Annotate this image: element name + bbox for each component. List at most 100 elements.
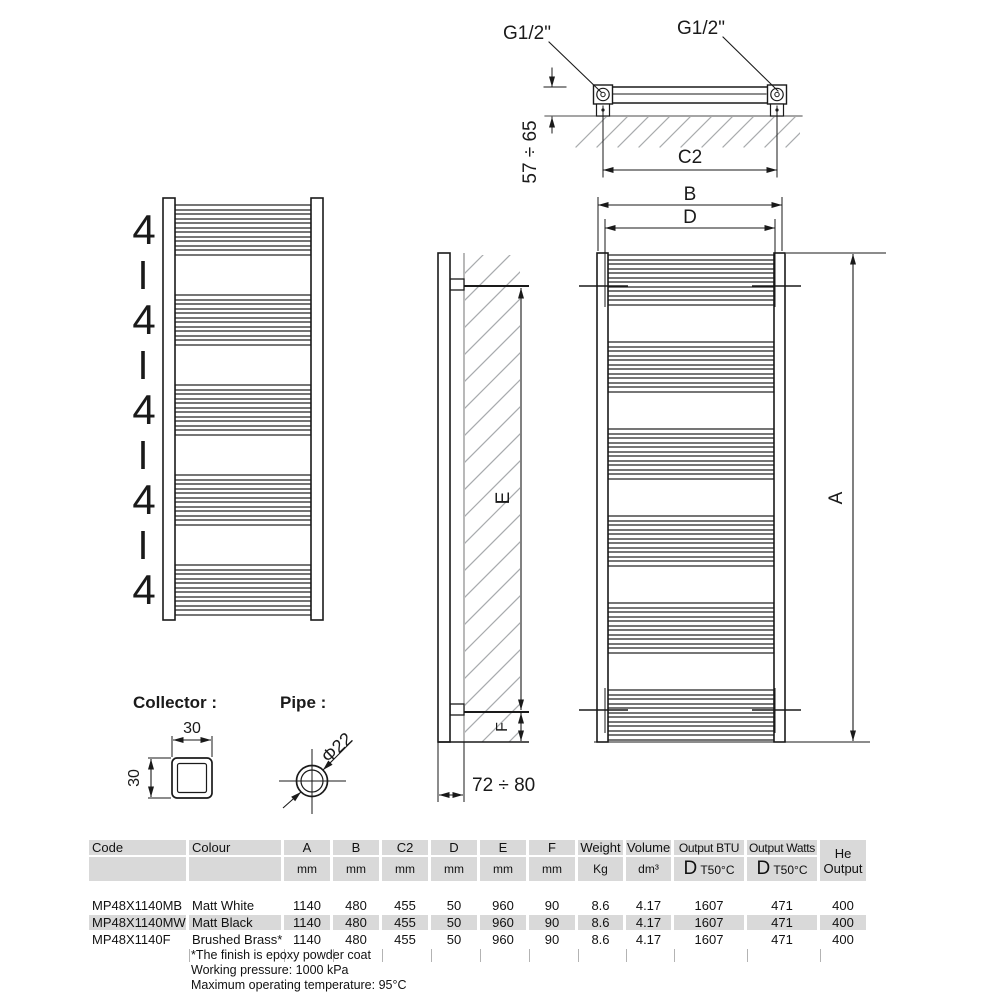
- t50-label: T50°C: [700, 863, 735, 877]
- col-header-colour: Colour: [189, 840, 281, 855]
- value-cell: 480: [333, 915, 379, 930]
- col-header-code: Code: [89, 840, 186, 855]
- value-cell: 4.17: [635, 932, 662, 947]
- value-cell: 960: [480, 915, 526, 930]
- colour-cell: Brushed Brass*: [192, 932, 283, 947]
- rung-bars: [174, 204, 312, 616]
- collector-detail: Collector : 30 30: [126, 693, 217, 799]
- column-divider: [820, 949, 866, 962]
- mounting-bracket-bottom: [449, 703, 465, 716]
- pipe-section-title: Pipe :: [280, 693, 326, 712]
- value-cell: 50: [431, 915, 477, 930]
- collector-height-dimension-label: 30: [126, 769, 143, 787]
- unit-cell-delta-t: D T50°C: [674, 857, 744, 881]
- pipe-centres-height-dimension-label: E: [493, 492, 514, 505]
- value-cell: 1607: [694, 932, 724, 947]
- value-cell: 400: [832, 898, 854, 913]
- collector-tube-left: [596, 252, 609, 743]
- col-header-output-btu: Output BTU: [674, 840, 744, 855]
- collector-section-title: Collector :: [133, 693, 217, 712]
- leader-line-right: [722, 36, 779, 92]
- wall-offset-dimension-label: 57 ÷ 65: [520, 120, 541, 183]
- footnote-finish: *The finish is epoxy powder coat: [191, 948, 371, 962]
- pipe-section-inner: [300, 769, 324, 793]
- value-cell: 480: [345, 898, 367, 913]
- footnotes: *The finish is epoxy powder coat Working…: [191, 948, 531, 993]
- column-divider: [626, 949, 671, 962]
- column-divider: [578, 949, 623, 962]
- col-header-e: E: [480, 840, 526, 855]
- centres-width-dimension-label: C2: [678, 147, 702, 168]
- bar-group-count-label: 4: [132, 386, 155, 433]
- table-row: MP48X1140MW Matt Black 1140 480 455 50 9…: [89, 915, 866, 930]
- value-cell: 50: [446, 932, 462, 947]
- delta-symbol: D: [756, 858, 771, 879]
- value-cell: 4.17: [626, 915, 671, 930]
- bottom-offset-dimension-label: F: [494, 722, 511, 732]
- front-view-left: 4 4 4 4 4: [132, 197, 324, 621]
- delta-symbol: D: [683, 858, 698, 879]
- value-cell: 8.6: [578, 915, 623, 930]
- col-header-output-watts: Output Watts: [747, 840, 817, 855]
- wall-distance-dimension-label: 72 ÷ 80: [472, 775, 535, 796]
- value-cell: 90: [529, 915, 575, 930]
- radiator-top-profile: [597, 86, 781, 104]
- value-cell: 90: [544, 932, 560, 947]
- col-header-b: B: [333, 840, 379, 855]
- bar-group-count-label: 4: [132, 296, 155, 343]
- he-output-line1: He: [834, 845, 852, 861]
- collector-width-dimension-label: 30: [183, 720, 201, 737]
- code-cell: MP48X1140MB: [92, 898, 183, 913]
- value-cell: 400: [820, 915, 866, 930]
- code-cell: MP48X1140F: [92, 932, 171, 947]
- table-row: MP48X1140MB Matt White 1140 480 455 50 9…: [89, 898, 866, 913]
- unit-cell: mm: [284, 857, 330, 881]
- unit-cell-delta-t: D T50°C: [747, 857, 817, 881]
- col-header-he-output: He Output: [820, 840, 866, 881]
- colour-cell: Matt White: [192, 898, 255, 913]
- col-header-weight: Weight: [578, 840, 623, 855]
- unit-cell: Kg: [578, 857, 623, 881]
- value-cell: 1140: [293, 898, 321, 913]
- pipe-centres-width-dimension-label: D: [683, 207, 697, 228]
- value-cell: 455: [382, 915, 428, 930]
- table-row: MP48X1140F Brushed Brass* 1140 480 455 5…: [89, 932, 866, 947]
- value-cell: 471: [747, 915, 817, 930]
- pipe-centre-marks: [579, 285, 801, 733]
- col-header-a: A: [284, 840, 330, 855]
- mounting-bracket-top: [449, 278, 465, 291]
- value-cell: 471: [771, 932, 793, 947]
- col-header-c2: C2: [382, 840, 428, 855]
- footnote-pressure: Working pressure: 1000 kPa: [191, 963, 349, 977]
- value-cell: 1607: [674, 915, 744, 930]
- wall-hatching-side: [465, 255, 520, 742]
- he-output-line2: Output: [823, 860, 863, 876]
- col-header-volume: Volume: [626, 840, 671, 855]
- table-header-row: Code Colour A B C2 D E F Weight Volume O…: [89, 840, 866, 881]
- unit-cell: mm: [333, 857, 379, 881]
- value-cell: 1607: [694, 898, 724, 913]
- value-cell: 960: [492, 932, 514, 947]
- footnotes-cell: *The finish is epoxy powder coat Working…: [189, 948, 407, 992]
- value-cell: 1140: [284, 915, 330, 930]
- collector-tube-right: [773, 252, 786, 743]
- pipe-diameter-dimension-label: Φ22: [318, 729, 357, 767]
- t50-label: T50°C: [773, 863, 808, 877]
- unit-cell: mm: [431, 857, 477, 881]
- pipe-detail: Pipe : Φ22: [279, 693, 356, 814]
- value-cell: 960: [492, 898, 514, 913]
- unit-cell: mm: [529, 857, 575, 881]
- value-cell: 4.17: [635, 898, 662, 913]
- collector-tube-right: [310, 197, 324, 621]
- column-divider: [480, 949, 526, 962]
- technical-drawing: G1/2" G1/2" 57 ÷ 65 C2 4 4 4 4 4: [126, 18, 886, 814]
- unit-cell: mm: [382, 857, 428, 881]
- value-cell: 471: [771, 898, 793, 913]
- footnotes-row: *The finish is epoxy powder coat Working…: [89, 948, 866, 992]
- empty-cell: [89, 949, 186, 962]
- unit-cell: [89, 857, 186, 881]
- value-cell: 480: [345, 932, 367, 947]
- front-view-right: B D A: [579, 184, 886, 743]
- rung-bars: [607, 254, 775, 741]
